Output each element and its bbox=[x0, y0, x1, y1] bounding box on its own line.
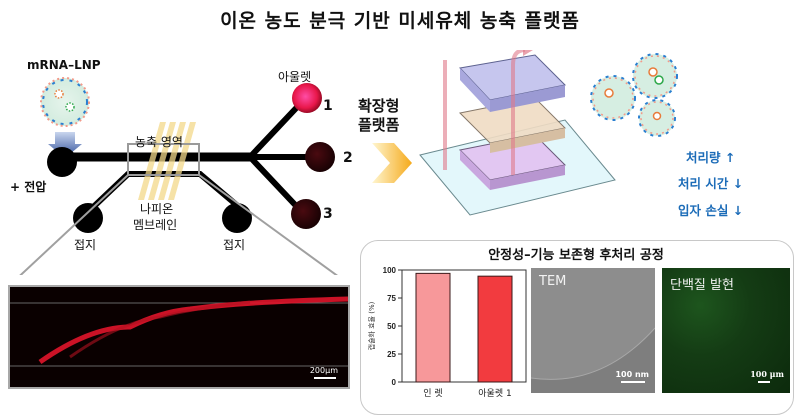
arrow-down-icon: ↓ bbox=[732, 176, 744, 191]
tem-scale-bar bbox=[621, 381, 645, 383]
figure-title: 이온 농도 분극 기반 미세유체 농축 플랫폼 bbox=[220, 10, 580, 32]
micrograph-scale-label: 200μm bbox=[309, 366, 338, 375]
arrow-up-icon: ↑ bbox=[724, 150, 736, 165]
microfluidic-chip-diagram bbox=[19, 77, 338, 275]
protein-expression-image: 단백질 발현 100 μm bbox=[662, 268, 790, 393]
tem-label: TEM bbox=[539, 274, 567, 289]
benefit-processing-time: 처리 시간 ↓ bbox=[678, 173, 743, 192]
panel-title: 안정성–기능 보존형 후처리 공정 bbox=[488, 248, 664, 263]
stacked-device-illustration bbox=[419, 50, 616, 216]
mrna-lnp-label: mRNA–LNP bbox=[27, 58, 101, 72]
lnp-particles-cluster-icon bbox=[590, 53, 678, 137]
outlet-number-2: 2 bbox=[343, 150, 353, 166]
ground-port-right bbox=[222, 203, 252, 233]
benefit-text: 처리량 bbox=[686, 150, 721, 165]
membrane-label: 멤브레인 bbox=[133, 218, 178, 232]
concentration-zone-box bbox=[127, 143, 200, 176]
ground-right-label: 접지 bbox=[223, 238, 246, 252]
outlet-number-1: 1 bbox=[323, 98, 333, 114]
outlet-port-2 bbox=[305, 142, 335, 172]
ground-left-label: 접지 bbox=[74, 238, 97, 252]
tem-image: TEM 100 nm bbox=[531, 268, 655, 393]
scalable-platform-label-1: 확장형 bbox=[358, 97, 400, 115]
benefit-particle-loss: 입자 손실 ↓ bbox=[678, 200, 743, 219]
outlet-number-3: 3 bbox=[323, 206, 333, 222]
y-tick-label: 50 bbox=[387, 322, 396, 331]
outlet-port-1 bbox=[292, 83, 322, 113]
arrow-down-icon: ↓ bbox=[732, 203, 744, 218]
y-tick-label: 25 bbox=[387, 350, 396, 359]
voltage-label: + 전압 bbox=[10, 180, 47, 194]
nafion-membrane-stripes bbox=[138, 122, 196, 200]
bar-0 bbox=[415, 272, 451, 383]
encapsulation-efficiency-chart: 0 25 50 75 100 캡슐화 효율 (%) 인 렛 아울렛 1 bbox=[367, 266, 527, 399]
y-tick-label: 75 bbox=[387, 294, 396, 303]
scalable-platform-label-2: 플랫폼 bbox=[358, 116, 400, 134]
y-tick-label: 0 bbox=[392, 378, 397, 387]
micrograph-scale-bar bbox=[314, 377, 336, 379]
input-arrow-icon bbox=[48, 132, 82, 158]
inlet-port bbox=[47, 147, 77, 177]
outlet-port-3 bbox=[291, 199, 321, 229]
scale-up-arrow-icon bbox=[372, 143, 412, 183]
expression-scale-label: 100 μm bbox=[750, 369, 784, 379]
nafion-label: 나피온 bbox=[140, 202, 174, 216]
y-axis-label: 캡슐화 효율 (%) bbox=[367, 301, 376, 350]
fluorescence-micrograph: 200μm bbox=[8, 285, 350, 389]
benefit-throughput: 처리량 ↑ bbox=[686, 147, 735, 166]
expression-scale-bar bbox=[758, 381, 770, 383]
y-tick-label: 100 bbox=[383, 266, 397, 275]
outlet-label: 아울렛 bbox=[278, 70, 312, 84]
tem-scale-label: 100 nm bbox=[615, 370, 649, 379]
protein-expression-label: 단백질 발현 bbox=[670, 278, 734, 293]
bar-1 bbox=[477, 275, 513, 383]
ground-port-left bbox=[73, 203, 103, 233]
concentration-zone-label: 농축 영역 bbox=[135, 135, 183, 149]
x-tick-label: 아울렛 1 bbox=[478, 388, 511, 399]
benefit-text: 처리 시간 bbox=[678, 176, 729, 191]
x-tick-label: 인 렛 bbox=[423, 388, 442, 399]
lnp-particle-icon bbox=[40, 77, 90, 127]
benefit-text: 입자 손실 bbox=[678, 203, 729, 218]
microchannels bbox=[55, 101, 323, 215]
